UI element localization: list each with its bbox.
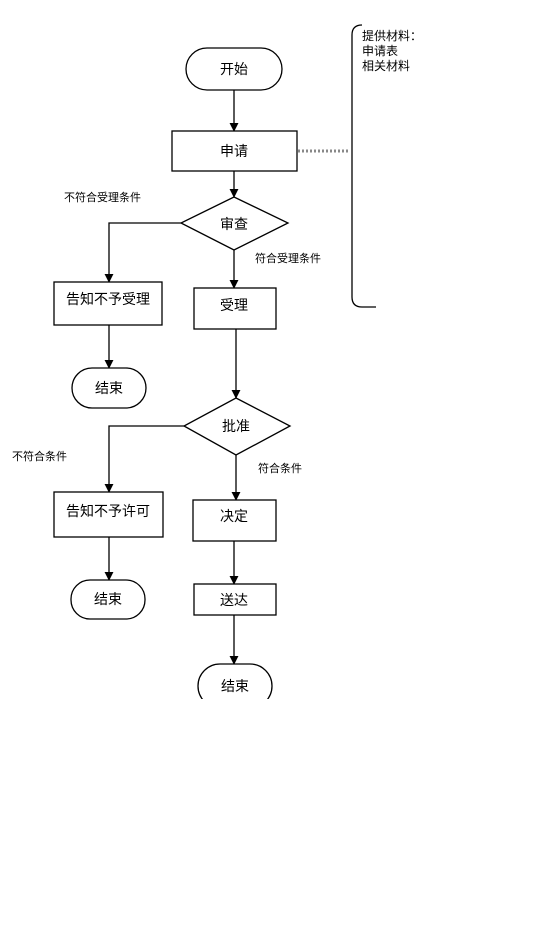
note-bracket (351, 24, 376, 308)
note-line-1: 提供材料： (362, 28, 422, 43)
edge-label-not-meet-accept: 不符合受理条件 (64, 190, 141, 204)
edge-review-reject (104, 222, 181, 283)
start-label: 开始 (220, 62, 248, 78)
approve-label: 批准 (222, 419, 250, 435)
note-line-2: 申请表 (362, 44, 398, 58)
accept-label: 受理 (220, 298, 248, 314)
decide-node: 决定 (192, 499, 277, 542)
notify-reject-accept-node: 告知不予受理 (53, 281, 163, 326)
blank-area (0, 699, 555, 932)
deliver-label: 送达 (220, 593, 248, 609)
review-node: 审查 (179, 196, 290, 251)
approve-node: 批准 (182, 397, 292, 456)
apply-node: 申请 (171, 130, 298, 172)
review-label: 审查 (220, 217, 248, 233)
deliver-node: 送达 (193, 583, 277, 616)
edge-label-not-meet: 不符合条件 (12, 449, 67, 463)
notify-reject-accept-label: 告知不予受理 (66, 291, 150, 308)
end-node-3: 结束 (197, 663, 273, 709)
materials-note: 提供材料： 申请表 相关材料 (351, 24, 422, 308)
edge-label-meet-accept: 符合受理条件 (255, 251, 321, 265)
note-line-3: 相关材料 (362, 59, 410, 73)
end-3-label: 结束 (221, 679, 249, 695)
edge-label-meet: 符合条件 (258, 461, 302, 475)
notify-reject-permit-node: 告知不予许可 (53, 491, 164, 538)
end-node-1: 结束 (71, 367, 147, 409)
decide-label: 决定 (220, 509, 248, 525)
start-node: 开始 (185, 47, 283, 91)
edge-approve-reject (104, 425, 184, 493)
notify-reject-permit-label: 告知不予许可 (66, 503, 150, 520)
apply-label: 申请 (220, 144, 248, 160)
end-2-label: 结束 (94, 592, 122, 608)
end-node-2: 结束 (70, 579, 146, 620)
end-1-label: 结束 (95, 381, 123, 397)
accept-node: 受理 (193, 287, 277, 330)
